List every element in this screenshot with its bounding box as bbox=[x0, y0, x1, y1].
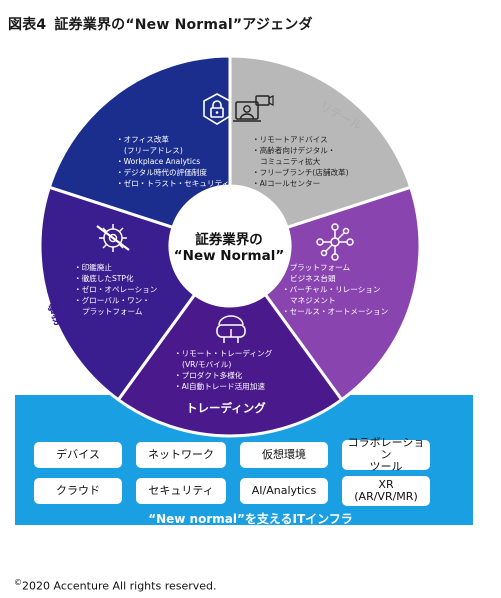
infra-box-network: ネットワーク bbox=[136, 442, 226, 468]
kikaku-item: デジタル時代の評価制度 bbox=[116, 167, 229, 178]
kikaku-item: (フリーアドレス) bbox=[124, 146, 183, 155]
retail-item: 高齢者向けデジタル・ bbox=[252, 145, 349, 156]
kikaku-item: Workplace Analytics bbox=[116, 156, 229, 167]
infra-box-virtual: 仮想環境 bbox=[240, 442, 328, 468]
trading-item: リモート・トレーディング bbox=[174, 348, 273, 359]
wholesale-items: プラットフォーム ビジネス台頭 バーチャル・リレーション マネジメント セールス… bbox=[282, 262, 389, 317]
segment-trading bbox=[116, 292, 344, 438]
wholesale-item: プラットフォーム bbox=[282, 262, 388, 273]
center-line-1: 証券業界の bbox=[195, 232, 263, 248]
retail-item: リモートアドバイス bbox=[252, 134, 349, 145]
infra-box-device: デバイス bbox=[34, 442, 122, 468]
trading-item: プロダクト多様化 bbox=[174, 370, 272, 381]
xr-line-2: (AR/VR/MR) bbox=[354, 490, 418, 503]
kikaku-items: オフィス改革 (フリーアドレス) Workplace Analytics デジタ… bbox=[116, 134, 230, 189]
jimu-item: グローバル・ワン・ bbox=[74, 295, 157, 306]
collab-line-1: コラボレーション bbox=[347, 436, 425, 461]
jimu-item: 徹底したSTP化 bbox=[74, 273, 157, 284]
network-icon bbox=[316, 223, 354, 261]
figure-title: 図表4 証券業界の“New Normal”アジェンダ bbox=[8, 14, 313, 34]
center-hub bbox=[172, 188, 288, 304]
wholesale-item: ビジネス台頭 bbox=[290, 274, 336, 283]
jimu-item: 印鑑廃止 bbox=[74, 262, 157, 273]
center-line-2: “New Normal” bbox=[173, 248, 285, 264]
jimu-items: 印鑑廃止 徹底したSTP化 ゼロ・オペレーション グローバル・ワン・ プラットフ… bbox=[74, 262, 158, 317]
wholesale-item: マネジメント bbox=[290, 296, 336, 305]
retail-item: AIコールセンター bbox=[252, 178, 349, 189]
gear-icon bbox=[96, 224, 130, 252]
it-infra-title: “New normal”を支えるITインフラ bbox=[148, 512, 353, 526]
kikaku-item: オフィス改革 bbox=[116, 134, 229, 145]
xr-line-1: XR bbox=[378, 478, 394, 491]
trading-item: (VR/モバイル) bbox=[182, 360, 232, 369]
infra-box-cloud: クラウド bbox=[34, 478, 122, 504]
retail-item: コミュニティ拡大 bbox=[260, 157, 321, 166]
segment-label-trading: トレーディング bbox=[186, 401, 266, 415]
collab-line-2: ツール bbox=[369, 460, 403, 473]
trading-items: リモート・トレーディング (VR/モバイル) プロダクト多様化 AI自動トレード… bbox=[174, 348, 273, 392]
lock-icon bbox=[203, 93, 231, 125]
trading-item: AI自動トレード活用加速 bbox=[174, 381, 272, 392]
wholesale-item: バーチャル・リレーション bbox=[282, 284, 388, 295]
retail-items: リモートアドバイス 高齢者向けデジタル・ コミュニティ拡大 フリーブランチ(店舗… bbox=[252, 134, 349, 189]
copyright-text: 2020 Accenture All rights reserved. bbox=[22, 579, 217, 593]
video-call-icon bbox=[233, 95, 274, 122]
kikaku-item: ゼロ・トラスト・セキュリティ bbox=[116, 178, 230, 189]
copyright: ©2020 Accenture All rights reserved. bbox=[14, 578, 217, 593]
figure-number: 図表4 bbox=[8, 17, 47, 33]
wholesale-item: セールス・オートメーション bbox=[282, 306, 389, 317]
copyright-symbol: © bbox=[14, 578, 22, 587]
retail-item: フリーブランチ(店舗改革) bbox=[252, 167, 349, 178]
figure-title-text: 証券業界の“New Normal”アジェンダ bbox=[54, 17, 313, 33]
infra-box-ai-analytics: AI/Analytics bbox=[240, 478, 328, 504]
vr-headset-icon bbox=[216, 315, 246, 343]
jimu-item: プラットフォーム bbox=[82, 307, 143, 316]
infra-box-collab: コラボレーション ツール bbox=[342, 436, 430, 473]
infra-box-xr: XR (AR/VR/MR) bbox=[342, 476, 430, 506]
infra-box-security: セキュリティ bbox=[136, 478, 226, 504]
jimu-item: ゼロ・オペレーション bbox=[74, 284, 158, 295]
center-label: 証券業界の “New Normal” bbox=[170, 232, 288, 264]
